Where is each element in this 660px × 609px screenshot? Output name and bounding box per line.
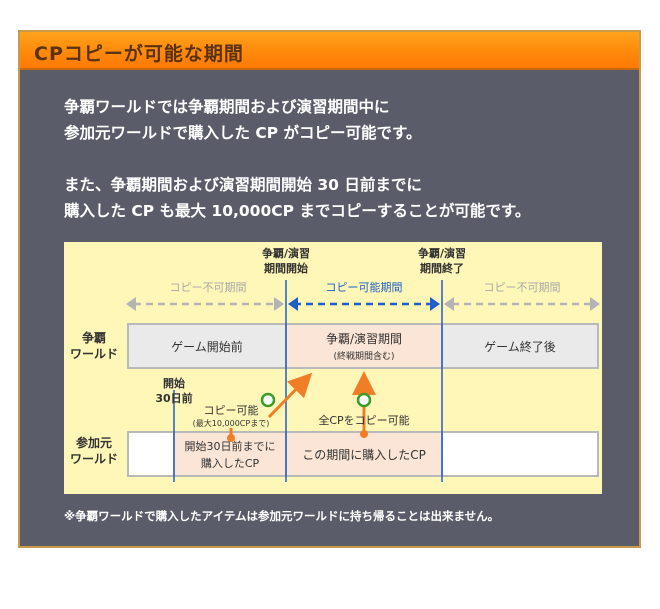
row2-cell-pre-line2: 購入したCP [201, 456, 260, 470]
blue-arrowhead-l [288, 297, 298, 311]
row2-cell-pre-line1: 開始30日前までに [185, 439, 276, 453]
copy-ok-all-label: 全CPをコピー可能 [318, 413, 409, 427]
intro-line-1: 争覇ワールドでは争覇期間および演習期間中に [64, 98, 390, 116]
diagram-svg: 争覇/演習 期間開始 争覇/演習 期間終了 コピー不可期間 コピー可能期間 コピ… [70, 246, 600, 482]
start30-label-line2: 30日前 [155, 391, 192, 405]
copy-not-allowed-left-label: コピー不可期間 [170, 281, 247, 294]
all-copy-dot [360, 430, 368, 438]
copy-not-allowed-right-label: コピー不可期間 [484, 281, 561, 294]
left-gray-arrowhead-r [274, 297, 284, 311]
cp-copy-panel: CPコピーが可能な期間 争覇ワールドでは争覇期間および演習期間中に 参加元ワール… [18, 30, 641, 548]
marker-start-line1: 争覇/演習 [262, 246, 310, 260]
intro-line-2: 参加元ワールドで購入した CP がコピー可能です。 [64, 124, 422, 142]
footnote: ※争覇ワールドで購入したアイテムは参加元ワールドに持ち帰ることは出来ません。 [64, 509, 500, 523]
intro-line-3: また、争覇期間および演習期間開始 30 日前までに [64, 176, 422, 194]
left-gray-arrowhead-l [126, 297, 136, 311]
copy-ok-limited-sub: (最大10,000CPまで) [193, 418, 270, 428]
limited-copy-arrow [267, 372, 313, 419]
row1-label-line2: ワールド [70, 347, 118, 361]
ok-circle-icon-all [356, 392, 372, 408]
right-gray-arrowhead-r [590, 297, 600, 311]
marker-start-line2: 期間開始 [264, 261, 308, 275]
row2-cell-during: この期間に購入したCP [302, 448, 426, 462]
ok-circle-icon-limited [260, 392, 276, 408]
row1-label-line1: 争覇 [82, 330, 106, 345]
row2-label-line1: 参加元 [76, 435, 112, 450]
row1-highlight-cell [285, 323, 443, 369]
row1-cell-before: ゲーム開始前 [171, 339, 243, 354]
copy-ok-limited-label: コピー可能 [204, 403, 259, 417]
section-header: CPコピーが可能な期間 [20, 32, 639, 70]
copy-allowed-label: コピー可能期間 [326, 280, 403, 294]
copy-period-diagram: 争覇/演習 期間開始 争覇/演習 期間終了 コピー不可期間 コピー可能期間 コピ… [64, 242, 602, 494]
row1-cell-after: ゲーム終了後 [484, 339, 556, 354]
row1-cell-during-sub: (終戦期間含む) [333, 350, 394, 362]
limited-copy-dot [227, 434, 235, 442]
section-title: CPコピーが可能な期間 [34, 43, 244, 65]
marker-end-line1: 争覇/演習 [418, 246, 466, 260]
right-gray-arrowhead-l [444, 297, 454, 311]
start30-label-line1: 開始 [163, 376, 185, 390]
blue-arrowhead-r [430, 297, 440, 311]
row1-cell-during: 争覇/演習期間 [326, 331, 402, 346]
intro-line-4: 購入した CP も最大 10,000CP までコピーすることが可能です。 [64, 202, 531, 220]
marker-end-line2: 期間終了 [420, 261, 464, 275]
row2-label-line2: ワールド [70, 452, 118, 466]
